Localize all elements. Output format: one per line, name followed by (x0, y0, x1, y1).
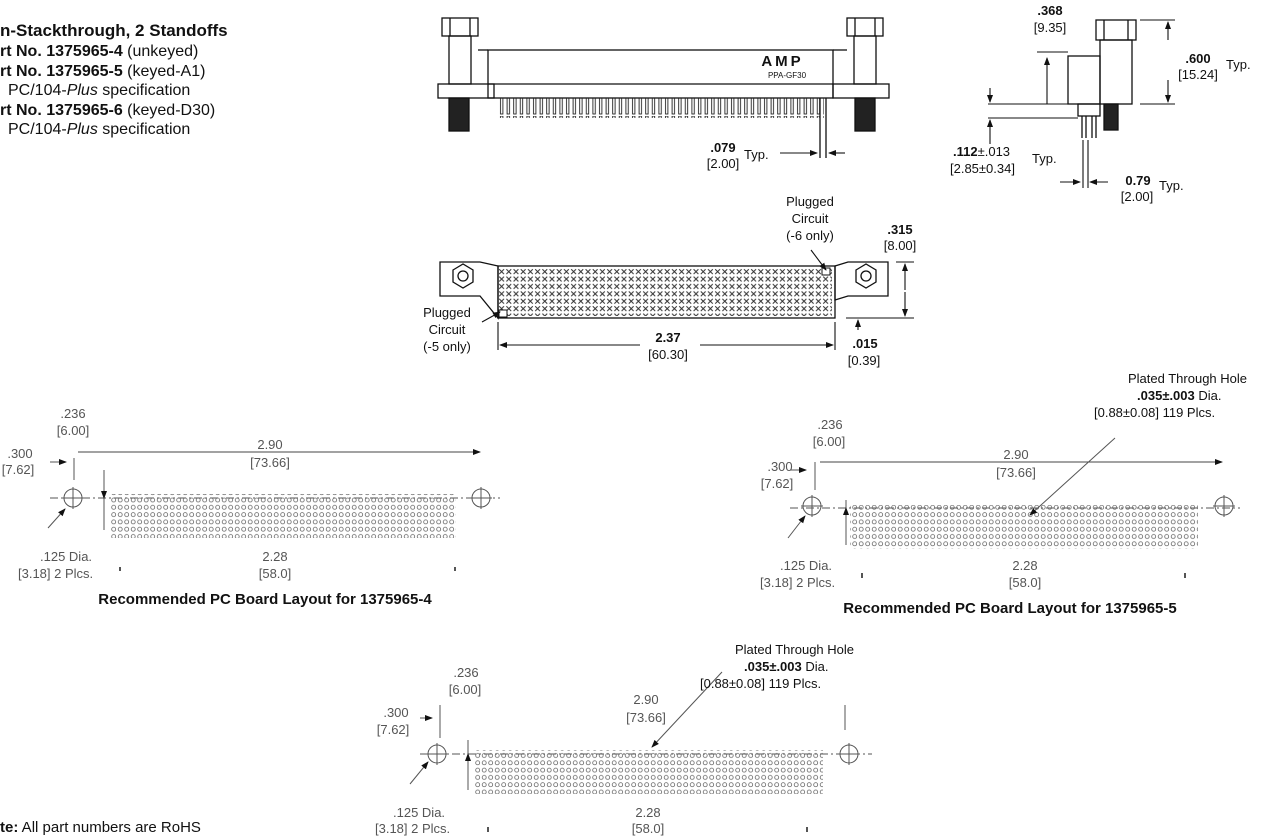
top-view (439, 261, 889, 320)
l3-d228: 2.28 (635, 805, 661, 820)
side-height-typ: Typ. (1226, 57, 1251, 72)
l1-d228: 2.28 (262, 549, 288, 564)
top-gap-in: .015 (852, 336, 878, 351)
l2-d300mm: [7.62] (760, 476, 794, 491)
amp-logo: AMP (761, 53, 804, 70)
l1-d236: .236 (60, 406, 86, 421)
side-pitch-mm: [2.00] (1120, 189, 1154, 204)
pcb-layout-5 (787, 437, 1240, 578)
rohs-note: te: All part numbers are RoHS (0, 819, 201, 836)
side-height-mm: [15.24] (1178, 67, 1218, 82)
l3-d290mm: [73.66] (626, 710, 666, 725)
plugged-top-2: Circuit (791, 211, 829, 226)
top-gap-mm: [0.39] (847, 353, 881, 368)
plugged-top-3: (-6 only) (786, 228, 834, 243)
connector-marking: PPA-GF30 (767, 71, 807, 80)
part-number-6: rt No. 1375965-6 (keyed-D30) (0, 102, 216, 119)
l2-d300: .300 (767, 459, 793, 474)
l2-d228mm: [58.0] (1008, 575, 1042, 590)
pitch-front-mm: [2.00] (706, 156, 740, 171)
l3-d300mm: [7.62] (376, 722, 410, 737)
side-view (1067, 19, 1137, 138)
page-title: n-Stackthrough, 2 Standoffs (0, 21, 228, 40)
l2-pth-3: [0.88±0.08] 119 Plcs. (1094, 405, 1216, 420)
l3-d236: .236 (453, 665, 479, 680)
l2-d290mm: [73.66] (996, 465, 1036, 480)
pcb-layout-6 (409, 671, 872, 832)
l3-pth-2: .035±.003 Dia. (744, 659, 829, 674)
l1-d290mm: [73.66] (250, 455, 290, 470)
l3-pth-1: Plated Through Hole (735, 642, 855, 657)
l2-d236mm: [6.00] (812, 434, 846, 449)
side-width-in: .368 (1037, 3, 1063, 18)
pcb-layout-4 (47, 449, 500, 571)
plugged-left-2: Circuit (428, 322, 466, 337)
l1-d228mm: [58.0] (258, 566, 292, 581)
side-width-mm: [9.35] (1033, 20, 1067, 35)
standoff-mm: [2.85±0.34] (950, 161, 1015, 176)
l3-pth-3: [0.88±0.08] 119 Plcs. (700, 676, 822, 691)
l1-d300: .300 (7, 446, 33, 461)
standoff-typ: Typ. (1032, 151, 1057, 166)
l2-d228: 2.28 (1012, 558, 1038, 573)
front-view (437, 17, 890, 158)
l2-d125: .125 Dia. (780, 558, 833, 573)
l1-d125mm: [3.18] 2 Plcs. (18, 566, 94, 581)
l1-d300mm: [7.62] (1, 462, 35, 477)
l2-pth-1: Plated Through Hole (1128, 371, 1248, 386)
pitch-front-in: .079 (710, 140, 736, 155)
side-view-dimensions (987, 19, 1175, 188)
plugged-top-1: Plugged (786, 194, 834, 209)
pitch-front-typ: Typ. (744, 147, 769, 162)
top-length-in: 2.37 (655, 330, 681, 345)
top-height-mm: [8.00] (883, 238, 917, 253)
plugged-left-1: Plugged (423, 305, 471, 320)
side-height-in: .600 (1185, 51, 1211, 66)
spec-line-5: PC/104-Plus specification (8, 82, 191, 99)
l2-d290: 2.90 (1003, 447, 1029, 462)
l1-d236mm: [6.00] (56, 423, 90, 438)
l2-d236: .236 (817, 417, 843, 432)
l3-d300: .300 (383, 705, 409, 720)
top-height-in: .315 (887, 222, 913, 237)
l3-d125mm: [3.18] 2 Plcs. (375, 821, 451, 836)
l2-d125mm: [3.18] 2 Plcs. (760, 575, 836, 590)
side-pitch-typ: Typ. (1159, 178, 1184, 193)
plugged-left-3: (-5 only) (423, 339, 471, 354)
part-number-5: rt No. 1375965-5 (keyed-A1) (0, 63, 206, 80)
part-number-4: rt No. 1375965-4 (unkeyed) (0, 43, 199, 60)
l3-d228mm: [58.0] (631, 821, 665, 836)
standoff-in: .112±.013 (953, 144, 1011, 159)
top-view-dimensions (481, 249, 914, 350)
l3-d290: 2.90 (633, 692, 659, 707)
layout-caption-4: Recommended PC Board Layout for 1375965-… (98, 591, 432, 608)
l3-d236mm: [6.00] (448, 682, 482, 697)
top-length-mm: [60.30] (648, 347, 688, 362)
layout-caption-5: Recommended PC Board Layout for 1375965-… (843, 600, 1177, 617)
l3-d125: .125 Dia. (393, 805, 446, 820)
l1-d290: 2.90 (257, 437, 283, 452)
side-pitch-in: 0.79 (1125, 173, 1151, 188)
l2-pth-2: .035±.003 Dia. (1137, 388, 1222, 403)
l1-d125: .125 Dia. (40, 549, 93, 564)
spec-line-6: PC/104-Plus specification (8, 121, 191, 138)
